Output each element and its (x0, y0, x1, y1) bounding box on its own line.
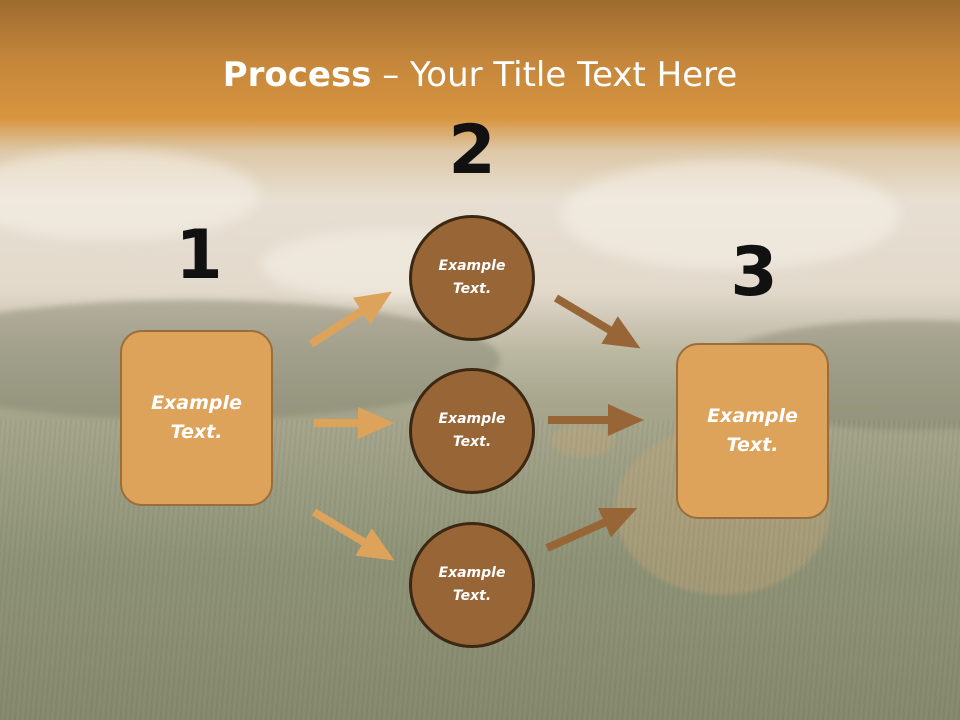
step-1-text: Example Text. (151, 392, 242, 443)
step-3-box: Example Text. (676, 343, 829, 519)
page-title: Process – Your Title Text Here (0, 54, 960, 96)
step-number-3: 3 (730, 233, 778, 312)
arrow-2-bottom-to-3 (545, 507, 638, 552)
title-rest: – Your Title Text Here (371, 55, 738, 95)
arrow-2-top-to-3 (553, 294, 641, 349)
cloud-shape (0, 150, 260, 240)
step-2-circle-bottom: Example Text. (409, 522, 535, 648)
step-2-circle-top: Example Text. (409, 215, 535, 341)
step-3-text: Example Text. (707, 405, 798, 456)
arrow-1-to-2-top (308, 291, 392, 348)
step-1-box: Example Text. (120, 330, 273, 506)
hay-bale-image (550, 425, 615, 457)
step-number-1: 1 (175, 216, 223, 295)
step-2-bottom-text: Example Text. (438, 565, 506, 604)
step-2-circle-middle: Example Text. (409, 368, 535, 494)
title-bold: Process (222, 55, 372, 95)
step-2-middle-text: Example Text. (438, 411, 506, 450)
cloud-shape (560, 160, 900, 270)
arrow-1-to-2-bottom (311, 508, 395, 561)
step-number-2: 2 (448, 111, 496, 190)
step-2-top-text: Example Text. (438, 258, 506, 297)
